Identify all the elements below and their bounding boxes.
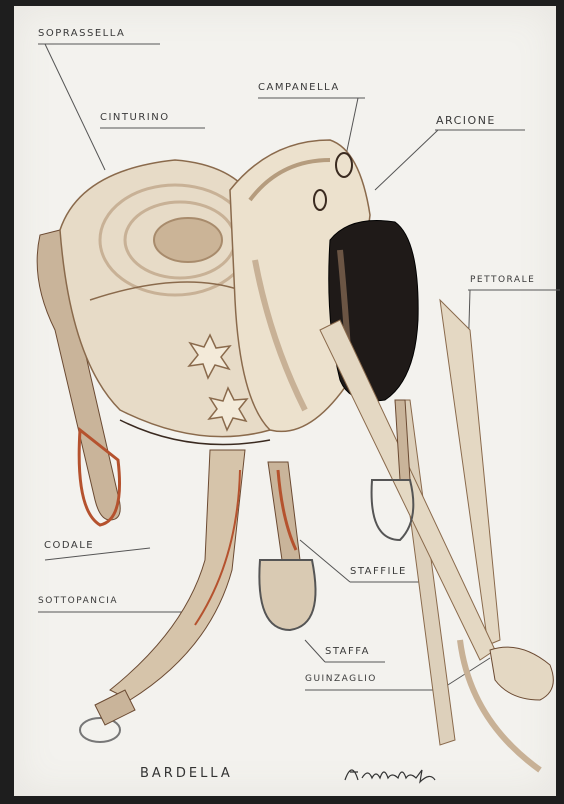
label-codale: CODALE (44, 540, 94, 551)
signature (340, 758, 440, 788)
guinzaglio-end (490, 647, 553, 700)
drawing-title: BARDELLA (140, 766, 233, 781)
label-campanella: CAMPANELLA (258, 82, 340, 93)
label-arcione: ARCIONE (436, 114, 496, 127)
label-guinzaglio: GUINZAGLIO (305, 674, 377, 684)
label-staffa: STAFFA (325, 646, 370, 657)
label-cinturino: CINTURINO (100, 112, 170, 123)
pettorale-straps (320, 300, 540, 770)
label-soprassella: SOPRASSELLA (38, 28, 125, 39)
arcione-front (230, 140, 418, 431)
label-sottopancia: SOTTOPANCIA (38, 596, 118, 606)
label-pettorale: PETTORALE (470, 275, 535, 285)
label-staffile: STAFFILE (350, 566, 407, 577)
